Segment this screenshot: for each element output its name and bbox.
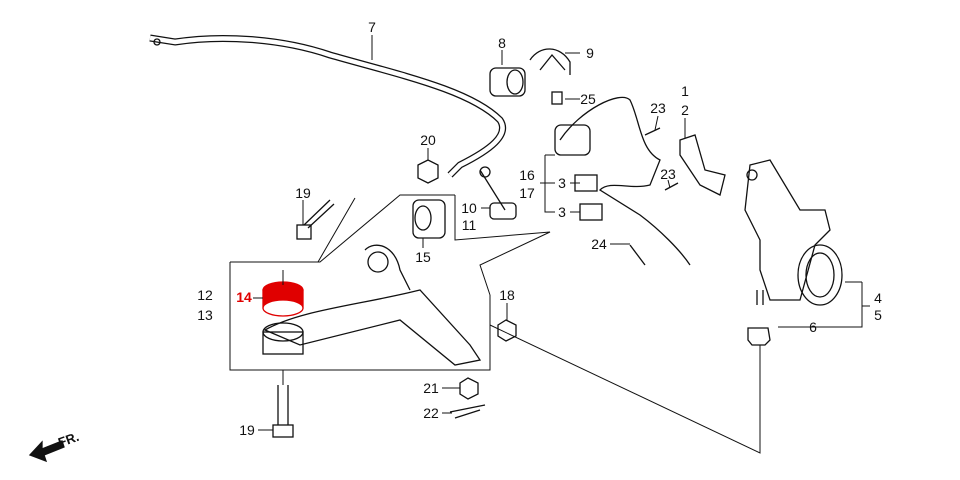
- callout-20: 20: [420, 132, 436, 148]
- compliance-bushing-highlight: [262, 281, 304, 317]
- arrow-front-icon: [28, 440, 65, 463]
- callout-13: 13: [197, 307, 213, 323]
- callout-21: 21: [423, 380, 439, 396]
- callout-19: 19: [295, 185, 311, 201]
- steering-knuckle: [744, 159, 843, 306]
- callout-3: 3: [558, 204, 566, 220]
- callout-11: 11: [461, 217, 477, 233]
- callout-22: 22: [423, 405, 439, 421]
- bracket-part: [679, 134, 726, 196]
- callout-10: 10: [461, 200, 477, 216]
- callout-19: 19: [239, 422, 255, 438]
- callout-18: 18: [499, 287, 515, 303]
- lower-control-arm: [262, 244, 482, 366]
- callout-17: 17: [519, 185, 535, 201]
- nut-part: [417, 159, 439, 184]
- bolt-part: [296, 199, 335, 240]
- leader-lines: [229, 35, 870, 454]
- callout-7: 7: [368, 19, 376, 35]
- callout-25: 25: [580, 91, 596, 107]
- stabilizer-bar: [149, 34, 506, 178]
- callout-4: 4: [874, 290, 882, 306]
- callout-8: 8: [498, 35, 506, 51]
- nut-18: [497, 319, 517, 342]
- bolt-lower: [272, 385, 294, 438]
- callout-23: 23: [660, 166, 676, 182]
- bushing-part: [489, 48, 571, 105]
- callout-14[interactable]: 14: [236, 289, 252, 305]
- callout-5: 5: [874, 307, 882, 323]
- nut-21-pin-22: [449, 377, 486, 419]
- callout-6: 6: [809, 319, 817, 335]
- callout-3: 3: [558, 175, 566, 191]
- callout-15: 15: [415, 249, 431, 265]
- stabilizer-link: [479, 166, 517, 220]
- callout-9: 9: [586, 45, 594, 61]
- bolt-23: [644, 127, 679, 191]
- callout-2: 2: [681, 102, 689, 118]
- callout-24: 24: [591, 236, 607, 252]
- callout-16: 16: [519, 167, 535, 183]
- nut-6: [747, 327, 771, 346]
- callout-1: 1: [681, 83, 689, 99]
- bushing-15: [412, 199, 446, 239]
- callout-12: 12: [197, 287, 213, 303]
- callout-23: 23: [650, 100, 666, 116]
